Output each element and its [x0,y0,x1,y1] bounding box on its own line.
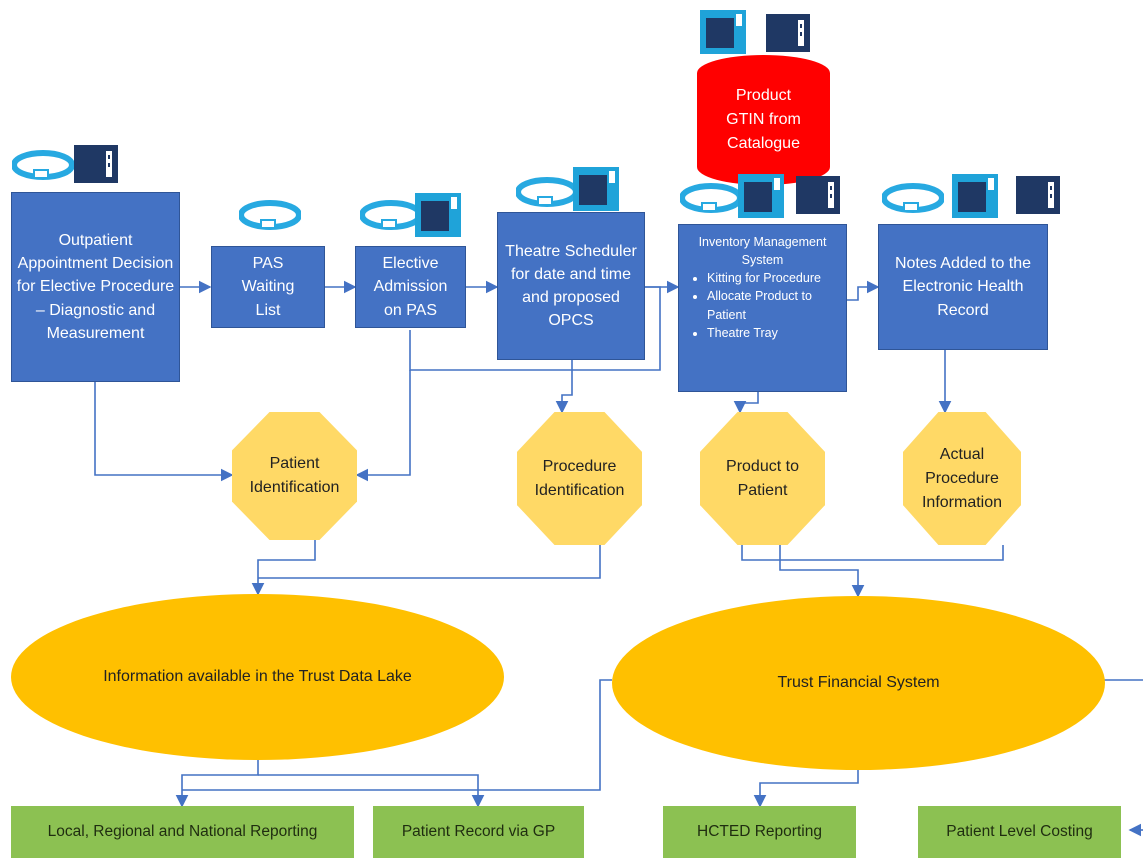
inventory-management-title: Inventory Management System [698,235,827,268]
hcted-reporting-output-label: HCTED Reporting [697,823,822,840]
procedure-identification-label: Procedure Identification [534,457,625,499]
product-box-icon [738,174,786,225]
hcted-reporting-output: HCTED Reporting [663,806,856,858]
reporting-output: Local, Regional and National Reporting [11,806,354,858]
wristband-icon [515,177,579,212]
patient-level-costing-output: Patient Level Costing [918,806,1121,858]
inventory-item: Theatre Tray [707,324,840,342]
actual-procedure-information-node: Actual Procedure Information [903,412,1021,545]
inventory-item: Allocate Product to Patient [707,287,840,323]
outpatient-decision-label: Outpatient Appointment Decision for Elec… [16,232,175,342]
barcode-scanner-icon [766,12,812,59]
product-box-icon [415,193,463,244]
elective-admission-box: Elective Admission on PAS [355,246,466,328]
product-to-patient-label: Product to Patient [726,457,799,499]
trust-data-lake-label: Information available in the Trust Data … [103,668,412,685]
elective-admission-label: Elective Admission on PAS [373,255,448,319]
product-box-icon [573,167,621,218]
product-box-icon [952,174,1000,225]
trust-financial-system: Trust Financial System [612,596,1105,770]
barcode-scanner-icon [1016,174,1062,221]
notes-ehr-label: Notes Added to the Electronic Health Rec… [894,255,1032,319]
outpatient-decision-box: Outpatient Appointment Decision for Elec… [11,192,180,382]
pas-waiting-list-label: PAS Waiting List [241,255,295,319]
product-gtin-database: Product GTIN from Catalogue [697,55,830,185]
theatre-scheduler-label: Theatre Scheduler for date and time and … [505,242,637,330]
wristband-icon [881,183,945,218]
notes-ehr-box: Notes Added to the Electronic Health Rec… [878,224,1048,350]
trust-financial-system-label: Trust Financial System [777,674,940,691]
wristband-icon [11,150,75,185]
reporting-output-label: Local, Regional and National Reporting [47,823,318,840]
wristband-icon [238,200,302,235]
patient-identification-label: Patient Identification [249,455,340,496]
patient-level-costing-output-label: Patient Level Costing [946,823,1093,840]
theatre-scheduler-box: Theatre Scheduler for date and time and … [497,212,645,360]
product-to-patient-node: Product to Patient [700,412,825,545]
inventory-management-box: Inventory Management System Kitting for … [678,224,847,392]
inventory-item: Kitting for Procedure [707,269,840,287]
product-box-icon [700,10,748,61]
patient-identification-node: Patient Identification [232,412,357,540]
pas-waiting-list-box: PAS Waiting List [211,246,325,328]
actual-procedure-information-label: Actual Procedure Information [921,445,1003,511]
trust-data-lake: Information available in the Trust Data … [11,594,504,760]
barcode-scanner-icon [74,143,120,190]
wristband-icon [359,200,423,235]
procedure-identification-node: Procedure Identification [517,412,642,545]
barcode-scanner-icon [796,174,842,221]
gp-record-output: Patient Record via GP [373,806,584,858]
gp-record-output-label: Patient Record via GP [401,823,556,840]
database-label: Product GTIN from Catalogue [726,87,801,152]
wristband-icon [679,183,743,218]
